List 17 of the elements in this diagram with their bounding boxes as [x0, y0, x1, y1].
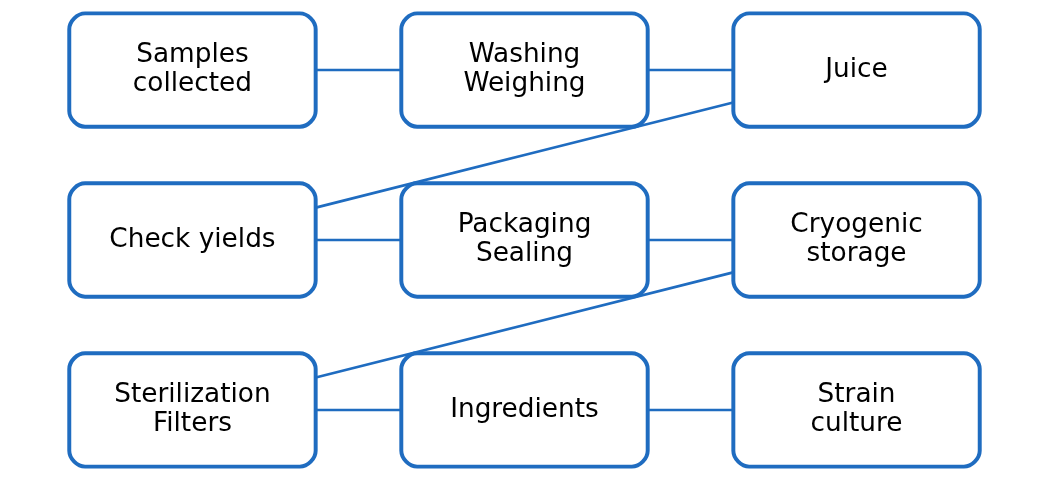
node-box: Strain culture	[730, 351, 982, 469]
node-box: Ingredients	[398, 351, 650, 469]
connector	[315, 408, 401, 412]
node-box: Washing Weighing	[398, 11, 650, 129]
connector	[647, 68, 733, 72]
node-box: Sterilization Filters	[66, 351, 318, 469]
node-box: Juice	[730, 11, 982, 129]
connector	[315, 238, 401, 242]
node-box: Check yields	[66, 181, 318, 299]
connector	[647, 408, 733, 412]
connector	[314, 101, 733, 209]
node-box: Packaging Sealing	[398, 181, 650, 299]
node-box: Cryogenic storage	[730, 181, 982, 299]
node-box: Samples collected	[66, 11, 318, 129]
connector	[314, 271, 733, 379]
connector	[647, 238, 733, 242]
connector	[315, 68, 401, 72]
